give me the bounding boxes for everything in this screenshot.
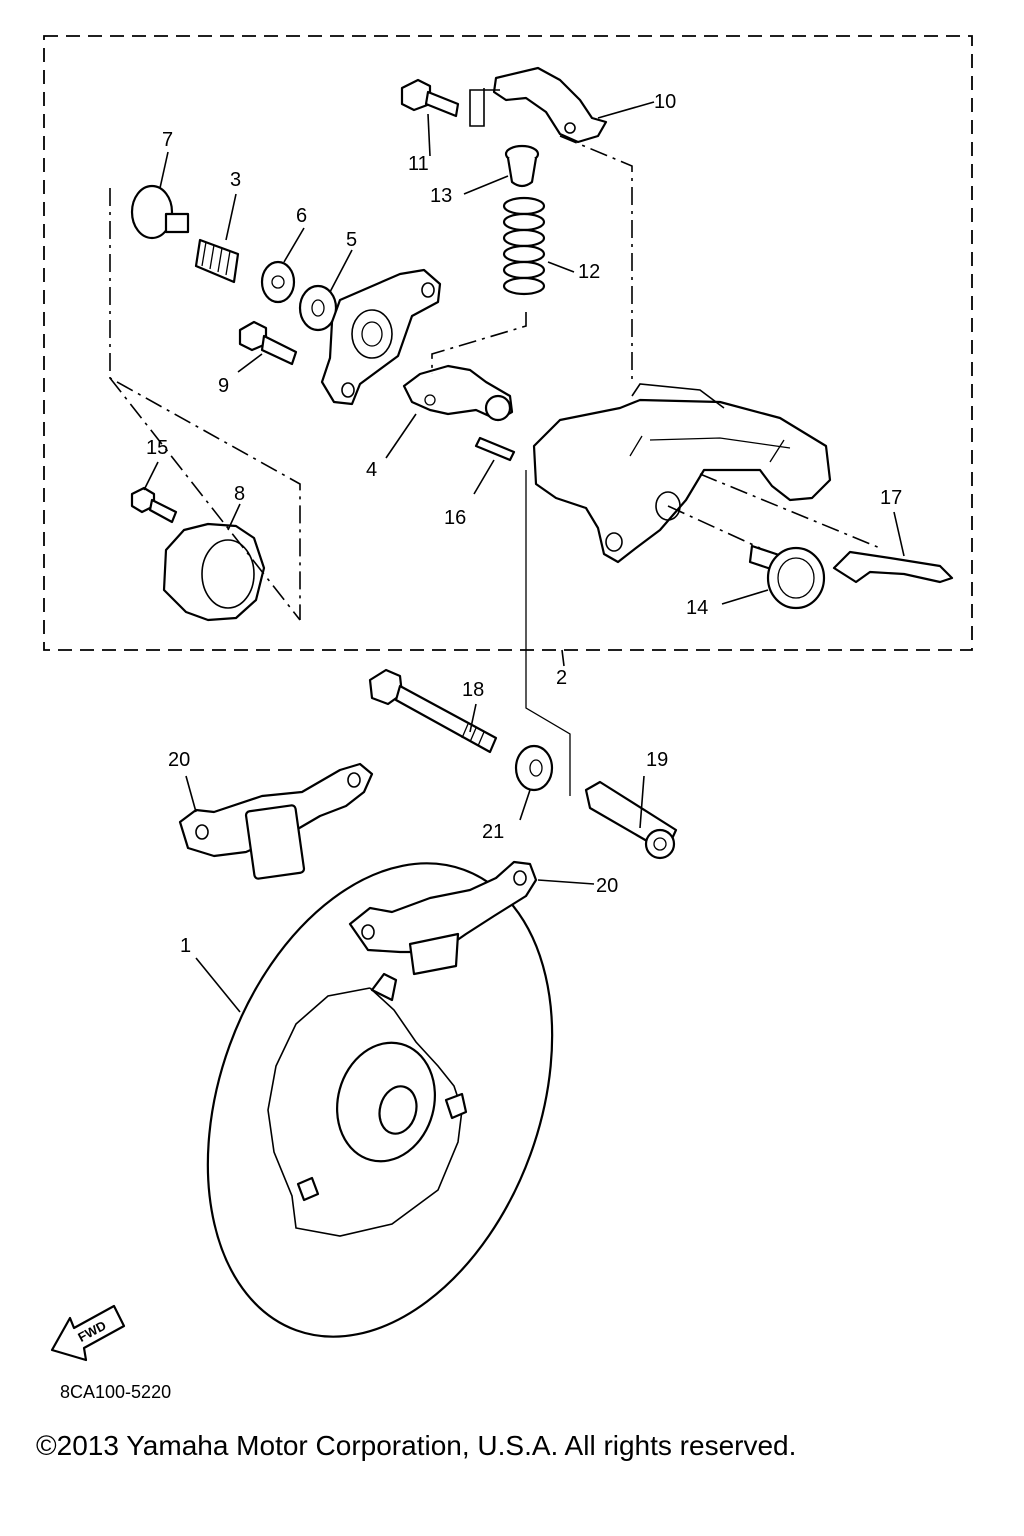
part-17-clip xyxy=(832,550,954,584)
part-7-adjuster xyxy=(130,184,190,240)
leader-lines xyxy=(109,101,905,1013)
part-21-washer xyxy=(514,744,554,792)
part-19-sleeve xyxy=(584,780,678,860)
part-13-cap xyxy=(504,144,540,188)
callout-3: 3 xyxy=(230,169,241,191)
callout-8: 8 xyxy=(234,483,245,505)
part-10-bracket xyxy=(469,66,608,144)
part-5-washer xyxy=(298,284,338,332)
callout-6: 6 xyxy=(296,205,307,227)
part-6-lock-plate xyxy=(260,260,296,304)
callout-17: 17 xyxy=(880,487,902,509)
part-15-bolt xyxy=(130,486,178,524)
callout-9: 9 xyxy=(218,375,229,397)
callout-21: 21 xyxy=(482,821,504,843)
part-12-spring xyxy=(502,196,546,296)
part-20-brake-pad-right xyxy=(348,860,538,976)
callout-4: 4 xyxy=(366,459,377,481)
callout-11: 11 xyxy=(408,153,429,175)
part-9-bolt xyxy=(238,320,298,366)
part-1-brake-disc xyxy=(206,862,554,1338)
catalog-code: 8CA100-5220 xyxy=(60,1382,172,1402)
callout-7: 7 xyxy=(162,129,173,151)
part-11-bolt xyxy=(400,78,460,118)
callout-16: 16 xyxy=(444,507,466,529)
callout-18: 18 xyxy=(462,679,484,701)
caliper-body xyxy=(532,383,832,564)
callout-15: 15 xyxy=(146,437,168,459)
callout-19: 19 xyxy=(646,749,668,771)
callout-labels: 1 2 3 4 5 6 7 8 9 10 11 12 13 14 15 16 1… xyxy=(146,91,902,957)
callout-14: 14 xyxy=(686,597,708,619)
callout-12: 12 xyxy=(578,261,600,283)
part-20-brake-pad-left xyxy=(178,762,374,880)
part-14-piston xyxy=(748,544,826,610)
fwd-arrow-icon: FWD xyxy=(50,1304,126,1362)
callout-20-right: 20 xyxy=(596,875,618,897)
callout-5: 5 xyxy=(346,229,357,251)
callout-1: 1 xyxy=(180,935,191,957)
part-4-cam-lever xyxy=(402,364,514,422)
part-16-pin xyxy=(474,436,516,462)
callout-20-left: 20 xyxy=(168,749,190,771)
part-3-threaded-shaft xyxy=(194,238,240,284)
part-8-cover xyxy=(162,522,266,622)
callout-13: 13 xyxy=(430,185,452,207)
callout-2: 2 xyxy=(556,667,567,689)
caliper-holder xyxy=(320,268,442,406)
copyright-notice: ©2013 Yamaha Motor Corporation, U.S.A. A… xyxy=(36,1430,797,1461)
part-18-long-bolt xyxy=(368,668,498,754)
callout-10: 10 xyxy=(654,91,676,113)
assembly-boundary-box xyxy=(43,35,973,651)
